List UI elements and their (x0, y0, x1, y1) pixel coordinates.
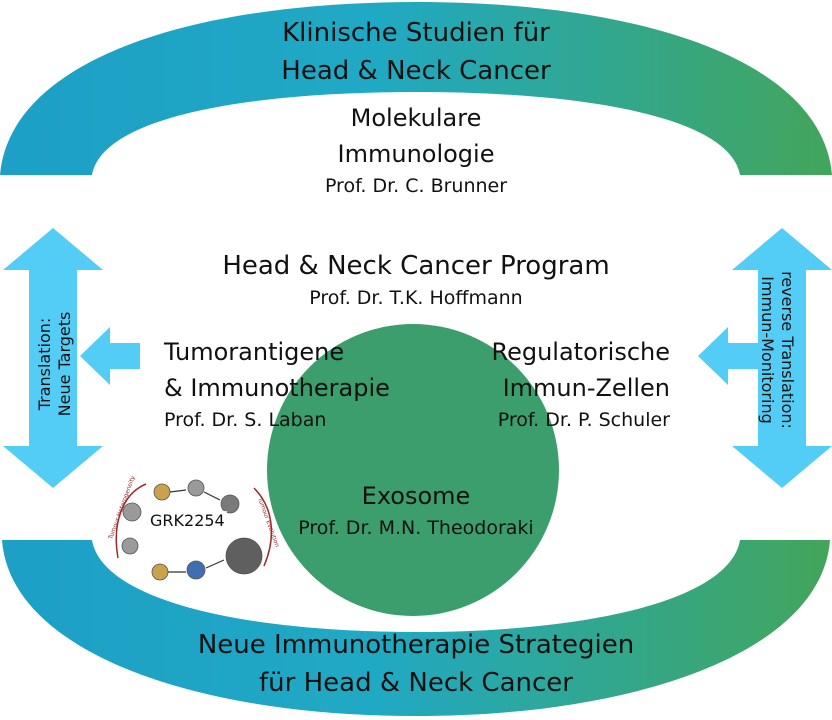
molecular-line2: Immunologie (337, 140, 495, 168)
exosome-prof: Prof. Dr. M.N. Theodoraki (298, 517, 534, 539)
right-small-arrow (698, 327, 758, 385)
top-arc-band (0, 2, 832, 175)
molecular-line1: Molekulare (350, 104, 482, 132)
grk-label: GRK2254 (148, 511, 227, 530)
exosome-block: Exosome Prof. Dr. M.N. Theodoraki (266, 478, 566, 542)
tumour-evolution-illustration: Tumour Heterogeneity Tumour Evolution (107, 474, 280, 581)
exosome-title: Exosome (361, 482, 471, 510)
left-small-arrow (80, 327, 140, 385)
bottom-arc-title: Neue Immunotherapie Strategien für Head … (116, 626, 716, 702)
regulatory-line2: Immun-Zellen (502, 374, 670, 402)
molecular-prof: Prof. Dr. C. Brunner (324, 175, 508, 197)
tumour-heterogeneity-curve (115, 483, 147, 559)
exosome-circle (267, 324, 559, 616)
top-arc-line2: Head & Neck Cancer (281, 56, 551, 86)
right-double-arrow (732, 228, 832, 488)
tumor-line1: Tumorantigene (164, 338, 345, 366)
regulatory-prof: Prof. Dr. P. Schuler (497, 409, 670, 431)
regulatory-line1: Regulatorische (491, 338, 671, 366)
program-title: Head & Neck Cancer Program (222, 251, 610, 281)
top-arc-title: Klinische Studien für Head & Neck Cancer (166, 14, 666, 90)
tumor-line2: & Immunotherapie (164, 374, 390, 402)
left-double-arrow (3, 228, 103, 488)
left-arrow-text: Translation: Neue Targets (35, 264, 75, 464)
regulatory-block: Regulatorische Immun-Zellen Prof. Dr. P.… (430, 334, 671, 434)
right-arrow-line1: reverse Translation: (778, 271, 797, 429)
left-arrow-line2: Neue Targets (55, 311, 74, 417)
left-arrow-line1: Translation: (35, 317, 54, 411)
bottom-arc-band (2, 540, 830, 716)
top-arc-line1: Klinische Studien für (282, 18, 550, 48)
right-arrow-text: reverse Translation: Immun-Monitoring (757, 250, 797, 450)
program-block: Head & Neck Cancer Program Prof. Dr. T.K… (166, 248, 666, 312)
bottom-arc-line1: Neue Immunotherapie Strategien (197, 630, 635, 660)
tumor-block: Tumorantigene & Immunotherapie Prof. Dr.… (164, 334, 390, 434)
program-prof: Prof. Dr. T.K. Hoffmann (309, 287, 523, 309)
bottom-arc-line2: für Head & Neck Cancer (259, 668, 573, 698)
right-arrow-line2: Immun-Monitoring (758, 276, 777, 424)
molecular-immunology-block: Molekulare Immunologie Prof. Dr. C. Brun… (266, 100, 566, 200)
tumor-prof: Prof. Dr. S. Laban (164, 409, 327, 431)
tumour-evolution-curve (253, 487, 273, 567)
